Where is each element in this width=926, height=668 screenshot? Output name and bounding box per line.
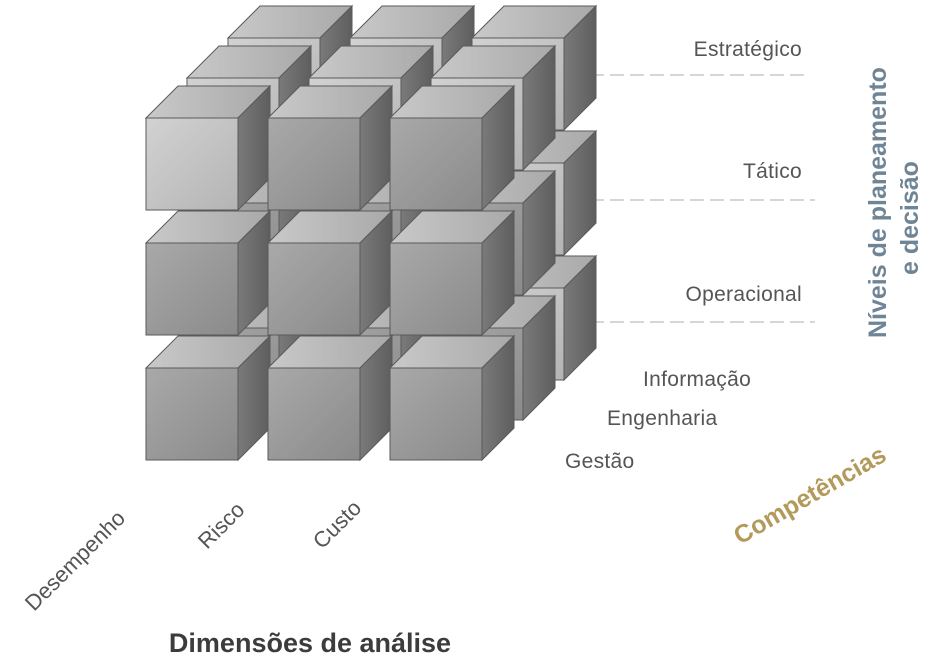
cube-front-face: [267, 117, 361, 211]
cube-0-2-0: [388, 84, 516, 212]
competency-label-informacao: Informação: [643, 368, 751, 391]
cube-front-face: [145, 242, 239, 336]
cube-front-face: [389, 367, 483, 461]
dimensions-axis-title: Dimensões de análise: [169, 628, 451, 658]
levels-axis-title-line1: Níveis de planeamento: [864, 67, 892, 338]
cube-1-1-0: [266, 209, 394, 337]
cube-front-face: [145, 117, 239, 211]
cube-front-face: [267, 367, 361, 461]
level-label-operacional: Operacional: [685, 283, 802, 306]
cube-2-1-0: [266, 334, 394, 462]
level-label-estrategico: Estratégico: [694, 38, 802, 61]
competencies-axis-title: Competências: [729, 441, 891, 551]
cube-front-face: [267, 242, 361, 336]
cube-grid: [144, 4, 598, 462]
dimension-label-desempenho: Desempenho: [20, 505, 130, 615]
cube-front-face: [389, 242, 483, 336]
levels-axis-title-line2: e decisão: [896, 161, 924, 275]
competency-label-engenharia: Engenharia: [607, 407, 717, 430]
level-label-tatico: Tático: [743, 160, 802, 183]
dimension-label-risco: Risco: [193, 497, 250, 554]
cube-0-0-0: [144, 84, 272, 212]
cube-2-0-0: [144, 334, 272, 462]
cube-front-face: [389, 117, 483, 211]
cube-1-0-0: [144, 209, 272, 337]
cube-front-face: [145, 367, 239, 461]
cube-1-2-0: [388, 209, 516, 337]
competency-label-gestao: Gestão: [565, 450, 635, 473]
cube-0-1-0: [266, 84, 394, 212]
level-guides: [590, 74, 815, 323]
dimension-label-custo: Custo: [308, 495, 366, 553]
cube-2-2-0: [388, 334, 516, 462]
